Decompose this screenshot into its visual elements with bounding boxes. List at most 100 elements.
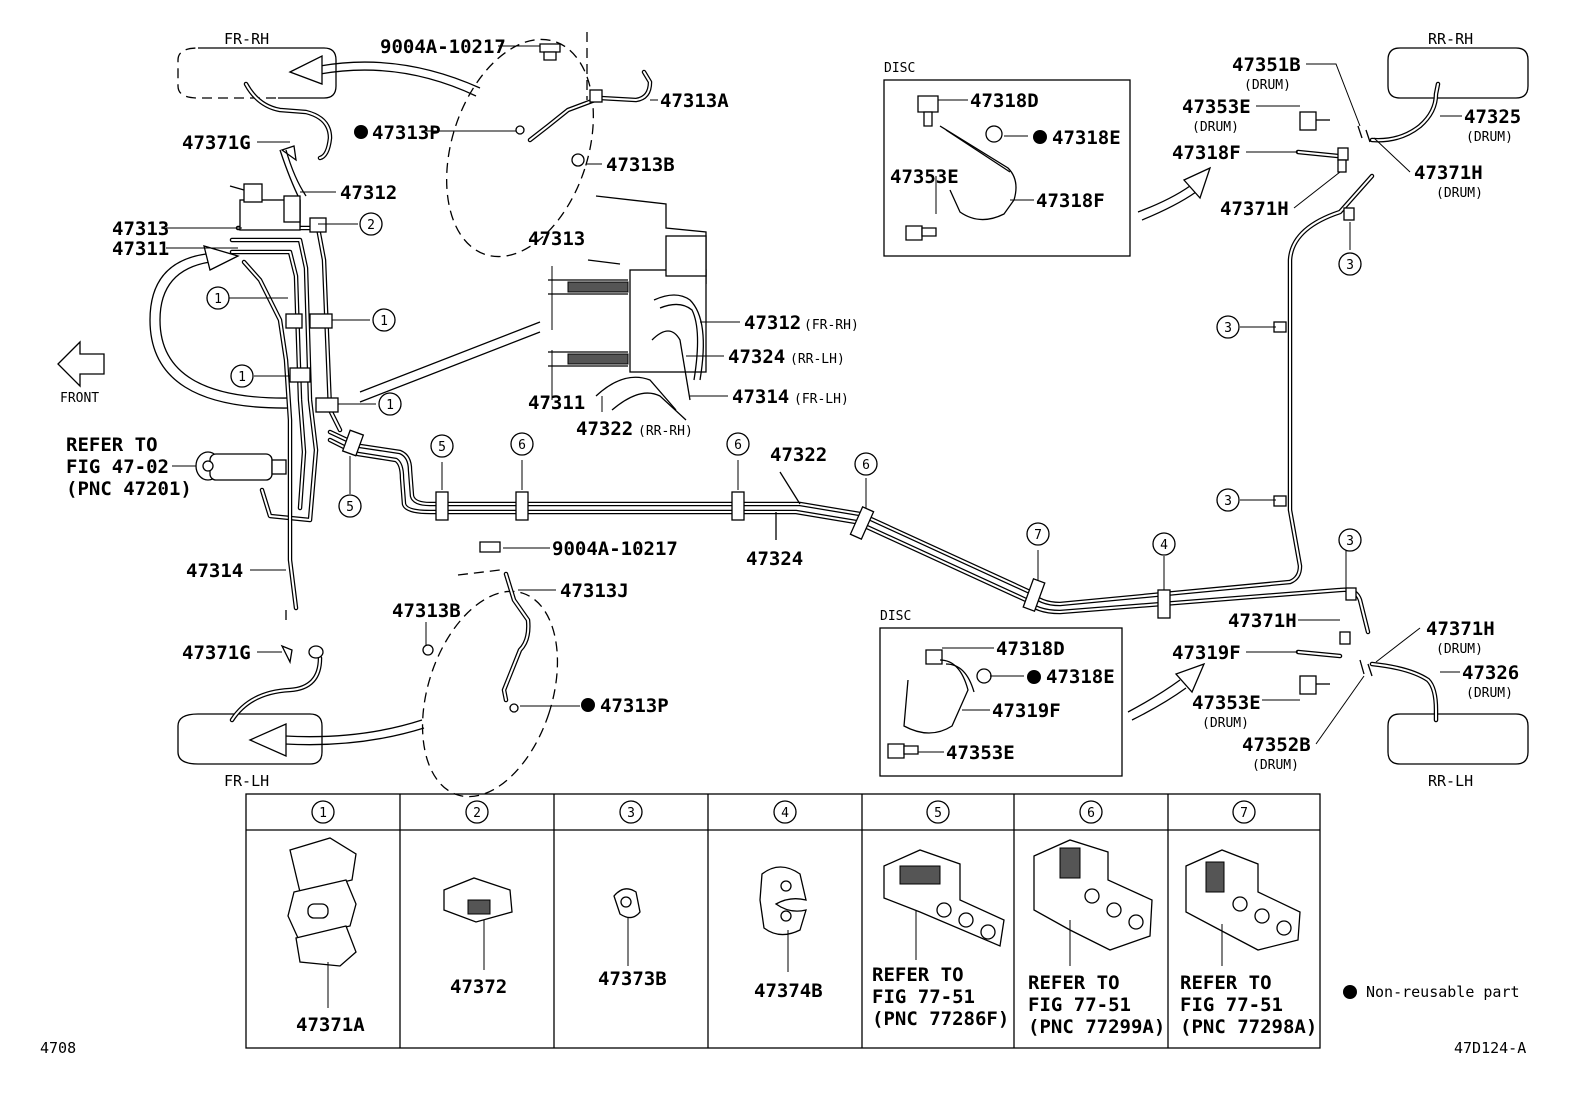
- label-rr-47353e-bottom: 47353E: [1192, 692, 1261, 714]
- label-rr-47353e-top: 47353E: [1182, 96, 1251, 118]
- front-arrow-icon: [57, 340, 105, 388]
- legend-cell-7-line2: FIG 77-51: [1180, 994, 1283, 1016]
- legend-header-7: 7: [1232, 800, 1256, 824]
- legend-header-4: 4: [773, 800, 797, 824]
- label-inset-47314: 47314: [732, 386, 789, 408]
- arrow-loop-left: [149, 245, 291, 409]
- label-rr-47371h-bottom: 47371H: [1228, 610, 1297, 632]
- label-47371g-top: 47371G: [182, 132, 251, 154]
- label-rr-47371h-drum-top-qual: (DRUM): [1436, 186, 1483, 201]
- disc-box-bottom: DISC: [879, 609, 1123, 777]
- junction-detail: [359, 195, 707, 421]
- legend-cell-1-line1: 47371A: [296, 1014, 365, 1036]
- svg-text:5: 5: [346, 500, 354, 515]
- legend-cell-2-line1: 47372: [450, 976, 507, 998]
- footer-right-code: 47D124-A: [1454, 1039, 1526, 1057]
- label-47313b-bottom: 47313B: [392, 600, 461, 622]
- callout-5-marker: 5: [430, 434, 454, 458]
- leader-lines: [166, 45, 1462, 753]
- wheel-box-rr-lh: RR-LH: [1387, 713, 1529, 790]
- arrow-to-disc-top: [1137, 166, 1212, 221]
- refer-mc-line1: REFER TO: [66, 434, 158, 456]
- wheel-box-fr-lh: FR-LH: [177, 713, 323, 790]
- callout-6-marker: 6: [726, 432, 750, 456]
- detail-circle-bottom: [421, 590, 559, 798]
- legend-cell-6-line1: REFER TO: [1028, 972, 1120, 994]
- label-47313p-top: 47313P: [372, 122, 441, 144]
- label-rr-47318f: 47318F: [1172, 142, 1241, 164]
- label-rr-47371h-top: 47371H: [1220, 198, 1289, 220]
- label-inset-47322: 47322: [576, 418, 633, 440]
- legend-header-3: 3: [619, 800, 643, 824]
- label-rr-47325: 47325: [1464, 106, 1521, 128]
- svg-text:3: 3: [627, 806, 635, 821]
- callout-3-marker: 3: [1338, 528, 1362, 552]
- disc-bot-title: DISC: [880, 609, 911, 624]
- label-rr-47351b-qual: (DRUM): [1244, 78, 1291, 93]
- callout-6-marker: 6: [854, 452, 878, 476]
- svg-text:7: 7: [1240, 806, 1248, 821]
- detail-circle-top: [445, 38, 595, 258]
- label-disc-top-47353e: 47353E: [890, 166, 959, 188]
- arrow-to-fr-rh: [288, 54, 481, 97]
- label-47313j: 47313J: [560, 580, 629, 602]
- label-inset-47324: 47324: [728, 346, 785, 368]
- wheel-box-fr-rh: FR-RH: [177, 30, 337, 99]
- legend-cell-5-line1: REFER TO: [872, 964, 964, 986]
- fr-lh-hose: [229, 644, 324, 723]
- label-disc-bot-47318e: 47318E: [1046, 666, 1115, 688]
- label-inset-47313: 47313: [528, 228, 585, 250]
- svg-text:1: 1: [319, 806, 327, 821]
- callout-5-marker: 5: [338, 494, 362, 518]
- svg-text:4: 4: [1160, 538, 1168, 553]
- svg-text:1: 1: [380, 314, 388, 329]
- wheel-label-rr-lh: RR-LH: [1428, 772, 1473, 790]
- svg-text:6: 6: [1087, 806, 1095, 821]
- legend-cell-5-line3: (PNC 77286F): [872, 1008, 1009, 1030]
- arrow-to-disc-bot: [1127, 662, 1206, 721]
- label-rr-47352b-qual: (DRUM): [1252, 758, 1299, 773]
- label-rr-47326: 47326: [1462, 662, 1519, 684]
- legend-header-1: 1: [311, 800, 335, 824]
- label-47313p-bottom: 47313P: [600, 695, 669, 717]
- svg-text:7: 7: [1034, 528, 1042, 543]
- main-brake-lines: [327, 173, 1375, 635]
- wheel-label-fr-lh: FR-LH: [224, 772, 269, 790]
- refer-mc-line2: FIG 47-02: [66, 456, 169, 478]
- label-9004a-top: 9004A-10217: [380, 36, 506, 58]
- label-disc-top-47318d: 47318D: [970, 90, 1039, 112]
- callout-1-marker: 1: [230, 364, 254, 388]
- label-47311: 47311: [112, 238, 169, 260]
- label-disc-top-47318e: 47318E: [1052, 127, 1121, 149]
- label-9004a-bottom: 9004A-10217: [552, 538, 678, 560]
- callout-1-marker: 1: [372, 308, 396, 332]
- label-inset-47314-qual: (FR-LH): [794, 392, 849, 407]
- legend-cell-6-line2: FIG 77-51: [1028, 994, 1131, 1016]
- label-inset-47311: 47311: [528, 392, 585, 414]
- svg-text:2: 2: [367, 218, 375, 233]
- label-rr-47352b: 47352B: [1242, 734, 1311, 756]
- label-47313b-top: 47313B: [606, 154, 675, 176]
- callout-3-marker: 3: [1216, 488, 1240, 512]
- label-47324: 47324: [746, 548, 803, 570]
- label-disc-bot-47318d: 47318D: [996, 638, 1065, 660]
- clamps: [285, 207, 1357, 619]
- part-labels: 9004A-10217 47313A 47313P 47313B 47371G …: [66, 36, 1521, 773]
- label-rr-47353e-top-qual: (DRUM): [1192, 120, 1239, 135]
- footer-left-code: 4708: [40, 1039, 76, 1057]
- svg-text:6: 6: [862, 458, 870, 473]
- label-rr-47353e-bottom-qual: (DRUM): [1202, 716, 1249, 731]
- svg-text:1: 1: [214, 292, 222, 307]
- label-rr-47371h-drum-bottom-qual: (DRUM): [1436, 642, 1483, 657]
- svg-text:3: 3: [1346, 534, 1354, 549]
- callout-4-marker: 4: [1152, 532, 1176, 556]
- master-cylinder: [195, 451, 287, 481]
- svg-text:6: 6: [734, 438, 742, 453]
- legend-header-6: 6: [1079, 800, 1103, 824]
- legend-cell-5-line2: FIG 77-51: [872, 986, 975, 1008]
- wheel-box-rr-rh: RR-RH: [1387, 30, 1529, 99]
- legend-header-5: 5: [926, 800, 950, 824]
- svg-text:6: 6: [518, 438, 526, 453]
- callout-3-marker: 3: [1216, 315, 1240, 339]
